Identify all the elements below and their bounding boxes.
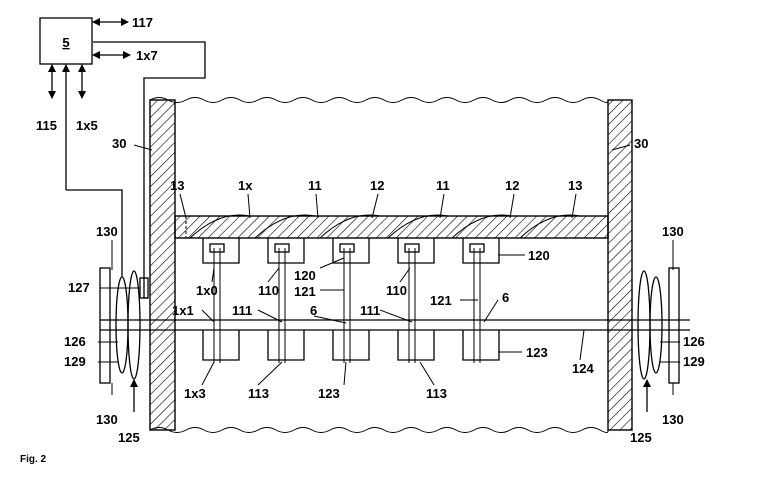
label-13-right: 13: [568, 178, 582, 193]
label-120-b: 120: [528, 248, 550, 263]
plate-serration: [189, 214, 581, 239]
right-wheel-assembly: [637, 267, 680, 384]
label-30-right: 30: [634, 136, 648, 151]
label-130-bottom-left: 130: [96, 412, 118, 427]
housing-top-edge: [149, 97, 609, 103]
control-unit-label: 5: [62, 35, 69, 50]
lower-supports: [202, 325, 500, 363]
label-117: 117: [132, 15, 153, 30]
label-126-right: 126: [683, 334, 705, 349]
leader-lines: [98, 144, 680, 395]
label-125-right: 125: [630, 430, 652, 445]
label-12-b: 12: [505, 178, 519, 193]
label-1x1: 1x1: [172, 303, 194, 318]
label-12-a: 12: [370, 178, 384, 193]
label-110-a: 110: [258, 283, 279, 298]
left-wheel-assembly: [99, 267, 149, 384]
figure-caption: Fig. 2: [20, 454, 47, 465]
label-111-a: 111: [232, 303, 252, 318]
label-13-left: 13: [170, 178, 184, 193]
label-6-b: 6: [502, 290, 509, 305]
label-130-top-right: 130: [662, 224, 684, 239]
hatched-plate: [174, 215, 609, 239]
label-129-left: 129: [64, 354, 86, 369]
upper-supports: [202, 238, 500, 328]
label-11-a: 11: [308, 178, 322, 193]
label-120-a: 120: [294, 268, 316, 283]
label-123-b: 123: [526, 345, 548, 360]
label-130-top-left: 130: [96, 224, 118, 239]
label-115: 115: [36, 118, 57, 133]
label-113-a: 113: [248, 386, 269, 401]
label-111-b: 111: [360, 303, 380, 318]
label-1x3: 1x3: [184, 386, 206, 401]
label-125-left: 125: [118, 430, 140, 445]
right-wall: [607, 99, 633, 431]
label-1x: 1x: [238, 178, 253, 193]
label-127: 127: [68, 280, 90, 295]
label-110-b: 110: [386, 283, 407, 298]
label-130-bottom-right: 130: [662, 412, 684, 427]
label-126-left: 126: [64, 334, 86, 349]
label-121-b: 121: [430, 293, 452, 308]
label-113-b: 113: [426, 386, 447, 401]
label-123-a: 123: [318, 386, 340, 401]
label-30-left: 30: [112, 136, 126, 151]
shaft: [100, 319, 690, 331]
label-11-b: 11: [436, 178, 450, 193]
signal-line-1x7: [93, 41, 206, 299]
label-1x7: 1x7: [136, 48, 158, 63]
label-1x0: 1x0: [196, 283, 218, 298]
left-wall: [149, 99, 176, 431]
label-129-right: 129: [683, 354, 705, 369]
label-121-a: 121: [294, 284, 316, 299]
label-6-a: 6: [310, 303, 317, 318]
label-124: 124: [572, 361, 594, 376]
label-1x5: 1x5: [76, 118, 98, 133]
housing-bottom-edge: [149, 427, 609, 433]
